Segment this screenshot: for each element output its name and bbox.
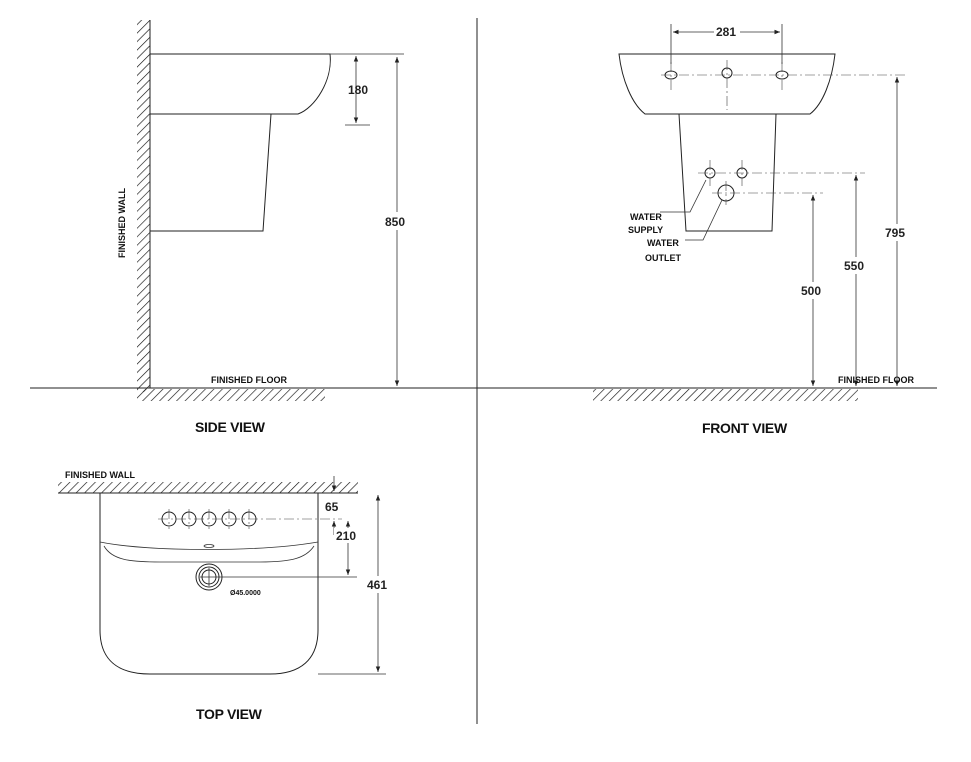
- front-view-title: FRONT VIEW: [702, 420, 788, 436]
- top-drain: [195, 563, 357, 591]
- front-floor-hatch: [593, 389, 858, 401]
- top-basin-rim: [99, 541, 319, 550]
- front-dim-total: 795: [885, 226, 905, 240]
- top-dim-drain: 210: [336, 529, 356, 543]
- front-floor-label: FINISHED FLOOR: [838, 375, 914, 385]
- front-pedestal: [678, 113, 777, 232]
- side-dim-height: 850: [385, 215, 405, 229]
- top-view-title: TOP VIEW: [196, 706, 263, 722]
- top-wall-label: FINISHED WALL: [65, 470, 135, 480]
- frame: [30, 18, 937, 724]
- side-dim-basin: 180: [348, 83, 368, 97]
- side-wall-hatch: [137, 20, 150, 392]
- top-tap-holes: [158, 509, 342, 529]
- top-wall-hatch: [58, 482, 358, 493]
- front-tap-holes: [661, 60, 907, 110]
- label-water-outlet-2: OUTLET: [645, 253, 681, 263]
- side-basin: [150, 53, 331, 115]
- front-dim-outlet: 500: [801, 284, 821, 298]
- label-water-outlet-1: WATER: [647, 238, 679, 248]
- side-floor-label: FINISHED FLOOR: [211, 375, 287, 385]
- label-water-supply-1: WATER: [630, 212, 662, 222]
- front-basin: [618, 53, 836, 115]
- top-dim-depth: 461: [367, 578, 387, 592]
- side-pedestal: [150, 113, 272, 232]
- side-view: 180 850 FINISHED WALL FINISHED FLOOR SID…: [117, 20, 410, 435]
- front-dim-holes: 281: [716, 25, 736, 39]
- top-dim-holes: 65: [325, 500, 339, 514]
- side-floor-hatch: [137, 389, 325, 401]
- top-view: FINISHED WALL Ø45.000: [58, 470, 391, 722]
- front-services: [660, 160, 865, 241]
- top-drain-dia: Ø45.0000: [230, 590, 261, 597]
- label-water-supply-2: SUPPLY: [628, 225, 663, 235]
- side-view-title: SIDE VIEW: [195, 419, 266, 435]
- front-dim-supply: 550: [844, 259, 864, 273]
- side-wall-label: FINISHED WALL: [117, 188, 127, 258]
- top-basin-outline: [99, 493, 319, 675]
- top-basin-bowl: [103, 545, 315, 563]
- front-view: 281 WATER SUPPLY WATER OUTLET 500 550: [593, 24, 914, 436]
